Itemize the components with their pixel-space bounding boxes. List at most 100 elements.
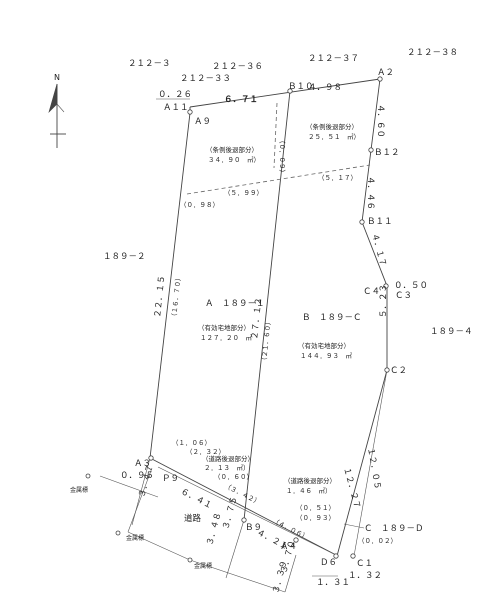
lot-a-name: Ａ １８９－１ [205, 299, 265, 309]
point-a4 [293, 537, 299, 543]
dim-4-98: ４．９８ [308, 83, 342, 93]
neighbor-212-37: ２１２－３７ [308, 54, 359, 64]
dim-0-02: （０．０２） [358, 537, 397, 545]
neighbor-212-36: ２１２－３６ [212, 62, 263, 72]
label-c3: Ｃ３ [395, 291, 412, 301]
label-p9: Ｐ９ [162, 474, 179, 484]
dim-0-93: （０．９３） [296, 514, 335, 522]
lot-boundary-top [189, 78, 381, 108]
setback-a-area: ３４．９０ ㎡） [208, 155, 260, 164]
dim-4-17: ４．１７ [369, 232, 387, 267]
dim-3-75: ３．７５ [221, 495, 239, 530]
label-b11: Ｂ１１ [367, 217, 393, 227]
lot-a-area: １２７．２０ ㎡ [200, 333, 253, 342]
label-a9: Ａ９ [194, 117, 211, 127]
neighbor-212-38: ２１２－３８ [407, 48, 458, 58]
label-a11: Ａ１１ [163, 103, 189, 113]
dim-0-26: ０．２６ [158, 90, 192, 100]
lot-b-area: １４４．９３ ㎡ [300, 351, 353, 360]
dim-4-21: ４．２１ [255, 528, 290, 552]
setback-b-area: ２５．５１ ㎡） [308, 132, 360, 141]
dim-2-32: （２．３２） [186, 448, 225, 456]
point-a9 [187, 109, 193, 115]
point-b10 [287, 88, 293, 94]
road-label: 道路 [184, 513, 202, 524]
leader-189-d [343, 523, 365, 529]
label-c4: Ｃ４ [363, 287, 380, 297]
setback-line-north [186, 164, 371, 195]
road-setback-right-label: （道路後退部分） [284, 476, 336, 485]
neighbor-189-d: Ｃ １８９－Ｄ [364, 524, 424, 534]
dim-1-06: （１．０６） [172, 439, 211, 447]
road-setback-left-label: （道路後退部分） [202, 454, 254, 463]
north-label: N [54, 73, 60, 82]
dim-0-50: ０．５０ [394, 281, 428, 291]
label-c2: Ｃ２ [390, 366, 407, 376]
label-a2: Ａ２ [377, 68, 394, 78]
point-d6 [333, 553, 339, 559]
road-setback-line [157, 466, 339, 557]
dim-27-12: ２７．１２ [250, 297, 264, 340]
lot-boundary-south [149, 457, 339, 557]
label-b10: Ｂ１０ [288, 82, 314, 92]
road-side-line-4 [284, 554, 297, 593]
lot-divider-line [243, 90, 291, 521]
neighbor-189-4: １８９－４ [430, 327, 473, 337]
road-edge-left [99, 475, 159, 498]
point-b12 [368, 147, 374, 153]
label-a4: Ａ４ [280, 542, 297, 552]
dim-12-05: １２．０５ [365, 447, 382, 491]
road-side-line-3 [225, 519, 245, 579]
point-c2 [384, 367, 390, 373]
metal-marker-2-icon [115, 530, 121, 536]
point-a2 [377, 76, 383, 82]
dim-1-31: １．３１ [316, 578, 350, 588]
point-c4 [383, 283, 389, 289]
point-b11 [359, 219, 365, 225]
lot-a-usage: （有効宅地部分） [198, 323, 250, 332]
dim-22-15: ２２．１５ [153, 275, 167, 318]
neighbor-212-33: ２１２－３３ [180, 74, 231, 84]
dim-5-23: ５．２３ [379, 284, 389, 318]
road-edge-lower [127, 531, 191, 561]
label-b12: Ｂ１２ [374, 148, 400, 158]
legend-metal-marker-1: 金属標 [70, 486, 88, 494]
dim-4-46: ４．４６ [365, 176, 375, 210]
road-setback-right-area: １．４６ ㎡） [286, 486, 332, 495]
dim-1-32: １．３２ [348, 571, 382, 581]
label-d6: Ｄ６ [320, 558, 337, 568]
legend-metal-marker-3: 金属標 [194, 562, 212, 570]
legend-metal-marker-2: 金属標 [126, 534, 144, 542]
dim-21-60: （２１．６０） [260, 318, 273, 364]
label-c1: Ｃ１ [356, 559, 373, 569]
c2-c1-line [353, 369, 388, 557]
dim-0-60: （０．６０） [214, 473, 253, 481]
setback-a-label: （条例後退部分） [206, 145, 258, 154]
road-setback-left-area: ２．１３ ㎡） [204, 463, 250, 472]
lot-b-name: Ｂ １８９－Ｃ [302, 313, 362, 323]
dim-5-99: （５．９９） [224, 189, 263, 197]
dim-0-09: （０．０９） [278, 137, 286, 176]
lot-b-usage: （有効宅地部分） [298, 341, 350, 350]
point-b9 [241, 517, 247, 523]
dim-5-17: （５．１７） [318, 174, 357, 182]
dim-6-41: ６．４１ [179, 487, 214, 511]
neighbor-212-3: ２１２－３ [128, 59, 171, 69]
metal-marker-1-icon [85, 473, 91, 479]
label-b9: Ｂ９ [245, 523, 262, 533]
neighbor-189-2: １８９－２ [103, 252, 146, 262]
metal-marker-3-icon [187, 557, 193, 563]
dim-6-71: ６．７１ [224, 94, 258, 105]
road-side-line-2 [127, 467, 153, 533]
label-a3: Ａ３ [134, 459, 151, 469]
north-arrow-icon [48, 83, 66, 148]
dim-16-70: （１６．７０） [170, 274, 183, 320]
setback-b-label: （条例後退部分） [306, 122, 358, 131]
point-c1 [350, 553, 356, 559]
dim-12-27: １２．２７ [341, 466, 362, 510]
point-a3 [148, 455, 154, 461]
dim-4-60: ４．６０ [375, 104, 385, 138]
dim-0-95: ０．９５ [120, 471, 154, 481]
